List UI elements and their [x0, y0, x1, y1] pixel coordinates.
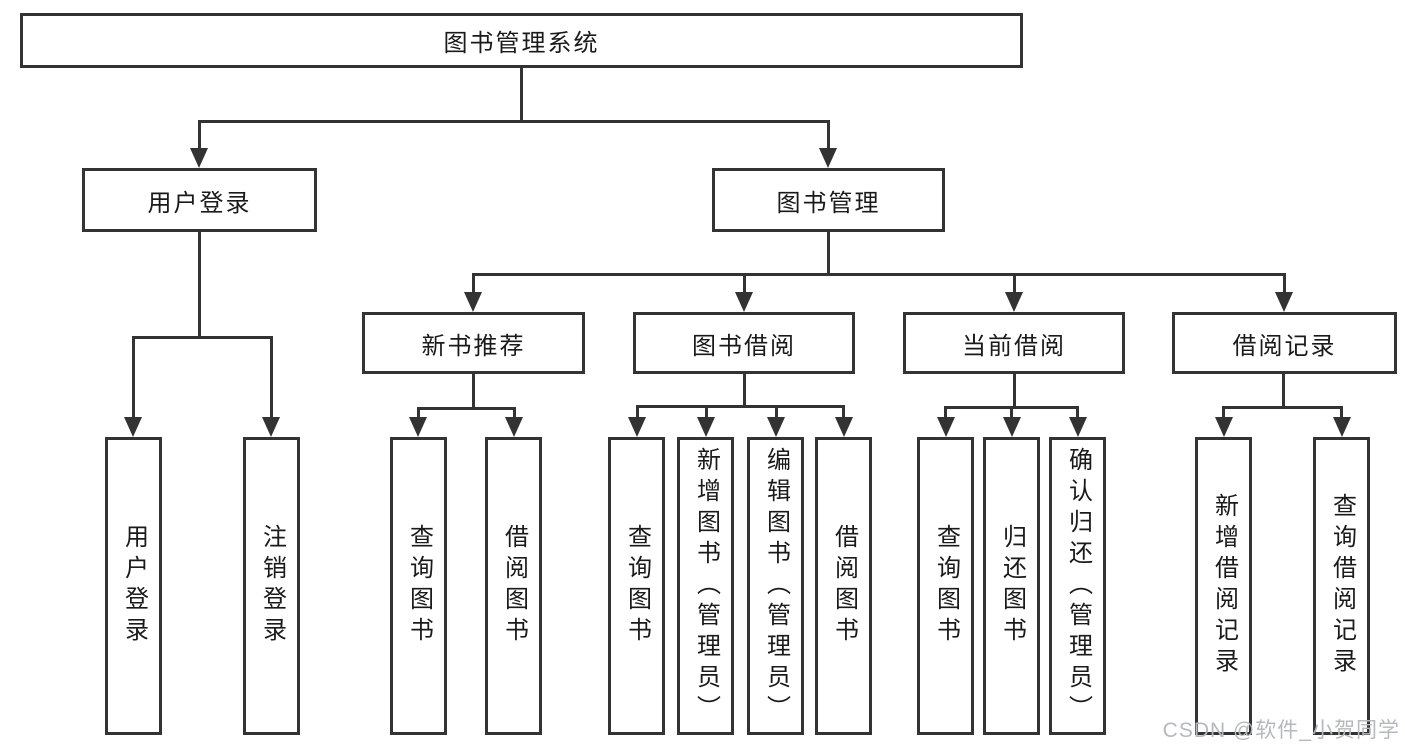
node-search-books-borrow: 查询图书 [608, 437, 665, 735]
node-logout: 注销登录 [243, 437, 300, 735]
arrow-down-icon [409, 417, 427, 437]
connector-drop-search-books-1 [417, 407, 420, 417]
node-add-borrow-record: 新增借阅记录 [1195, 437, 1252, 735]
arrow-down-icon [735, 292, 753, 312]
node-borrow-books-recommend: 借阅图书 [485, 437, 542, 735]
connector-drop-return-book [1010, 406, 1013, 417]
connector-drop-borrow-books-2 [842, 405, 845, 417]
node-current-borrow: 当前借阅 [903, 312, 1125, 374]
arrow-down-icon [190, 148, 208, 168]
connector-drop-current-borrow [1013, 273, 1016, 292]
node-new-book-recommend: 新书推荐 [362, 312, 585, 374]
connector-borrow-records-bar [1222, 406, 1342, 409]
connector-new-book-stem [472, 374, 475, 407]
node-search-books-recommend: 查询图书 [390, 437, 447, 735]
connector-drop-new-book [472, 273, 475, 292]
arrow-down-icon [1003, 417, 1021, 437]
connector-drop-confirm-return [1076, 406, 1079, 417]
arrow-down-icon [262, 417, 280, 437]
arrow-down-icon [835, 417, 853, 437]
node-login: 用户登录 [105, 437, 162, 735]
connector-drop-edit-book [775, 405, 778, 417]
node-return-book: 归还图书 [983, 437, 1040, 735]
arrow-down-icon [1069, 417, 1087, 437]
node-search-books-current: 查询图书 [917, 437, 974, 735]
csdn-watermark: CSDN @软件_小贺同学 [1162, 719, 1400, 742]
connector-drop-borrow-records [1283, 273, 1286, 292]
connector-book-mgmt-stem [827, 232, 830, 273]
connector-drop-user-login [198, 120, 201, 148]
connector-drop-search-books-2 [636, 405, 639, 417]
connector-root-trunk [520, 68, 523, 120]
connector-drop-login [132, 336, 135, 417]
connector-drop-add-borrow-record [1222, 406, 1225, 417]
connector-book-borrow-stem [743, 374, 746, 405]
connector-new-book-bar [417, 407, 515, 410]
connector-drop-search-borrow-record [1340, 406, 1343, 417]
arrow-down-icon [464, 292, 482, 312]
node-book-management: 图书管理 [712, 168, 945, 232]
arrow-down-icon [1275, 292, 1293, 312]
node-borrow-records: 借阅记录 [1172, 312, 1397, 374]
node-edit-book-admin: 编辑图书（管理员） [747, 437, 804, 735]
arrow-down-icon [937, 417, 955, 437]
connector-drop-book-borrow [743, 273, 746, 292]
connector-level2-bar [198, 120, 830, 123]
connector-borrow-records-stem [1282, 374, 1285, 406]
node-confirm-return-admin: 确认归还（管理员） [1049, 437, 1106, 735]
arrow-down-icon [628, 417, 646, 437]
node-add-book-admin: 新增图书（管理员） [677, 437, 734, 735]
node-user-login: 用户登录 [82, 168, 317, 232]
connector-level3-bar [472, 273, 1286, 276]
node-search-borrow-record: 查询借阅记录 [1313, 437, 1370, 735]
connector-current-borrow-stem [1013, 374, 1016, 406]
node-borrow-books-borrow: 借阅图书 [815, 437, 872, 735]
arrow-down-icon [697, 417, 715, 437]
connector-drop-search-books-3 [944, 406, 947, 417]
arrow-down-icon [767, 417, 785, 437]
connector-drop-borrow-books-1 [513, 407, 516, 417]
connector-book-borrow-bar [636, 405, 845, 408]
connector-drop-logout [270, 336, 273, 417]
arrow-down-icon [124, 417, 142, 437]
arrow-down-icon [819, 148, 837, 168]
arrow-down-icon [1005, 292, 1023, 312]
arrow-down-icon [1333, 417, 1351, 437]
node-book-borrow: 图书借阅 [633, 312, 855, 374]
node-root-library-system: 图书管理系统 [20, 13, 1023, 68]
arrow-down-icon [1215, 417, 1233, 437]
connector-user-login-bar [132, 336, 273, 339]
connector-drop-book-mgmt [827, 120, 830, 148]
arrow-down-icon [505, 417, 523, 437]
connector-user-login-stem [198, 232, 201, 336]
connector-drop-add-book [705, 405, 708, 417]
